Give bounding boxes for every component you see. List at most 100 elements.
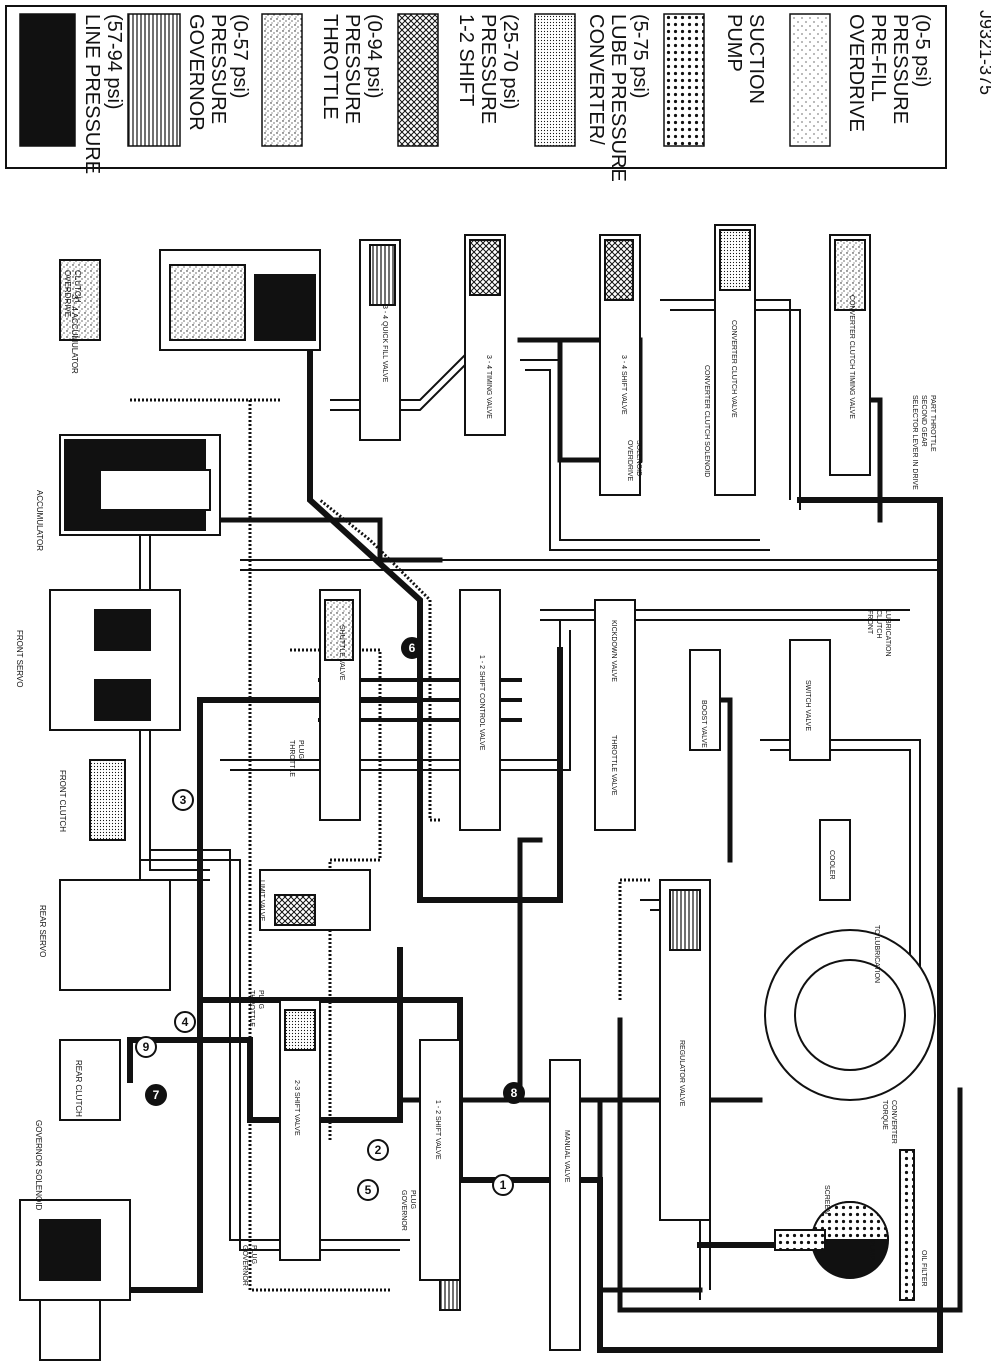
label-quick-fill-valve: 3 - 4 QUICK FILL VALVE [381, 305, 388, 383]
figure-id: J9321-375 [976, 10, 991, 95]
check-ball-number-1: 1 [500, 1178, 507, 1192]
legend-label-overdrive: PRE-FILL [867, 14, 889, 102]
label-overdrive-solenoid: OVERDRIVE [626, 440, 633, 482]
check-ball-number-3: 3 [180, 793, 187, 807]
legend-label-throttle: (0-94 psi) [363, 14, 385, 98]
label-front-clutch-lubrication: CLUTCH [875, 610, 882, 638]
legend-label-converter: LUBE PRESSURE [607, 14, 629, 182]
label-limit-valve: LIMIT VALVE [258, 880, 265, 922]
label-accumulator: ACCUMULATOR [35, 490, 44, 551]
legend-label-overdrive: (0-5 psi) [911, 14, 933, 87]
label-rear-clutch: REAR CLUTCH [74, 1060, 83, 1117]
converter-lube-circuits [139, 299, 940, 1300]
label-cooler: COOLER [828, 850, 835, 880]
legend-swatch-converter [534, 13, 576, 147]
label-rear-servo: REAR SERVO [38, 905, 47, 957]
label-throttle-plug-low: THROTTLE [248, 990, 255, 1027]
label-switch-valve: SWITCH VALVE [804, 680, 811, 731]
label-throttle-plug-top: PLUG [297, 740, 304, 759]
check-balls: 1 2 3 4 5 6 7 8 9 [135, 637, 525, 1201]
legend-label-governor: (0-57 psi) [229, 14, 251, 98]
label-governor-plug-left: PLUG [250, 1245, 257, 1264]
check-ball-number-4: 4 [182, 1015, 189, 1029]
check-ball-6 [401, 637, 423, 659]
label-shift-control-valve-12: 1 - 2 SHIFT CONTROL VALVE [478, 655, 485, 751]
label-accumulator-34: 3 - 4 ACCUMULATOR [70, 295, 79, 374]
label-throttle-plug-low: PLUG [257, 990, 264, 1009]
check-ball-9 [135, 1036, 157, 1058]
label-converter-clutch-solenoid: CONVERTER CLUTCH SOLENOID [703, 365, 710, 477]
check-ball-1 [492, 1174, 514, 1196]
label-converter-clutch-timing-valve: CONVERTER CLUTCH TIMING VALVE [848, 295, 855, 419]
legend-swatch-throttle [261, 13, 303, 147]
legend-swatch-governor [127, 13, 181, 147]
label-torque-converter: CONVERTER [890, 1100, 897, 1144]
label-shuttle-valve: SHUTTLE VALVE [338, 625, 345, 681]
label-oil-filter: OIL FILTER [920, 1250, 927, 1287]
label-boost-valve: BOOST VALVE [700, 700, 707, 748]
check-ball-number-7: 7 [153, 1088, 160, 1102]
label-regulator-valve: REGULATOR VALVE [678, 1040, 685, 1107]
legend-label-throttle: THROTTLE [319, 14, 341, 120]
legend-label-shift12: 1-2 SHIFT [455, 14, 477, 106]
legend-swatch-overdrive [789, 13, 831, 147]
legend-label-overdrive: PRESSURE [889, 14, 911, 124]
legend-label-governor: PRESSURE [207, 14, 229, 124]
legend-label-line: (57-94 psi) [103, 14, 125, 110]
label-to-lubrication: TO LUBRICATION [873, 925, 880, 983]
legend-label-shift12: PRESSURE [477, 14, 499, 124]
legend-swatch-shift12 [397, 13, 439, 147]
legend-label-governor: GOVERNOR [185, 14, 207, 131]
check-ball-number-5: 5 [365, 1183, 372, 1197]
legend-label-converter: (5-75 psi) [629, 14, 651, 98]
label-front-clutch-lubrication: FRONT [866, 610, 873, 635]
label-selector-note: PART THROTTLE [929, 395, 936, 452]
label-overdrive-clutch: CLUTCH [73, 270, 82, 303]
check-ball-number-9: 9 [143, 1040, 150, 1054]
label-shift-valve-12: 1 - 2 SHIFT VALVE [434, 1100, 441, 1160]
label-converter-clutch-valve: CONVERTER CLUTCH VALVE [730, 320, 737, 418]
check-ball-2 [367, 1139, 389, 1161]
label-shift-valve-34: 3 - 4 SHIFT VALVE [620, 355, 627, 415]
legend-label-throttle: PRESSURE [341, 14, 363, 124]
label-overdrive-solenoid: SOLENOID [635, 440, 642, 476]
label-selector-note: SELECTOR LEVER IN DRIVE [911, 395, 918, 490]
label-front-clutch: FRONT CLUTCH [58, 770, 67, 832]
label-throttle-plug-top: THROTTLE [288, 740, 295, 777]
label-screen: SCREEN [823, 1185, 830, 1214]
label-governor-plug-left: GOVERNOR [241, 1245, 248, 1286]
legend-label-shift12: (25-70 psi) [499, 14, 521, 110]
label-shift-valve-23: 2-3 SHIFT VALVE [293, 1080, 300, 1136]
check-ball-number-8: 8 [511, 1086, 518, 1100]
label-governor-solenoid: GOVERNOR SOLENOID [34, 1120, 43, 1210]
legend-label-pump: SUCTION [745, 14, 767, 104]
label-front-servo: FRONT SERVO [15, 630, 24, 688]
legend-label-line: LINE PRESSURE [81, 14, 103, 174]
label-torque-converter: TORQUE [881, 1100, 888, 1130]
label-pump: PUMP [868, 1240, 875, 1261]
label-overdrive-clutch: OVERDRIVE [63, 270, 72, 317]
check-ball-5 [357, 1179, 379, 1201]
label-kickdown-valve: KICKDOWN VALVE [610, 620, 617, 682]
label-governor-plug-right: PLUG [409, 1190, 416, 1209]
check-ball-3 [172, 789, 194, 811]
legend-label-pump: PUMP [723, 14, 745, 72]
legend-swatch-pump [663, 13, 705, 147]
legend-label-converter: CONVERTER/ [585, 14, 607, 145]
label-manual-valve: MANUAL VALVE [563, 1130, 570, 1183]
legend-label-overdrive: OVERDRIVE [845, 14, 867, 132]
label-throttle-valve: THROTTLE VALVE [610, 735, 617, 796]
valve-bodies [19, 224, 936, 1361]
check-ball-number-6: 6 [409, 641, 416, 655]
label-timing-valve-34: 3 - 4 TIMING VALVE [485, 355, 492, 419]
check-ball-7 [145, 1084, 167, 1106]
check-ball-number-2: 2 [375, 1143, 382, 1157]
legend-swatch-line [19, 13, 76, 147]
check-ball-8 [503, 1082, 525, 1104]
label-governor-plug-right: GOVERNOR [400, 1190, 407, 1231]
label-front-clutch-lubrication: LUBRICATION [884, 610, 891, 657]
check-ball-4 [174, 1011, 196, 1033]
